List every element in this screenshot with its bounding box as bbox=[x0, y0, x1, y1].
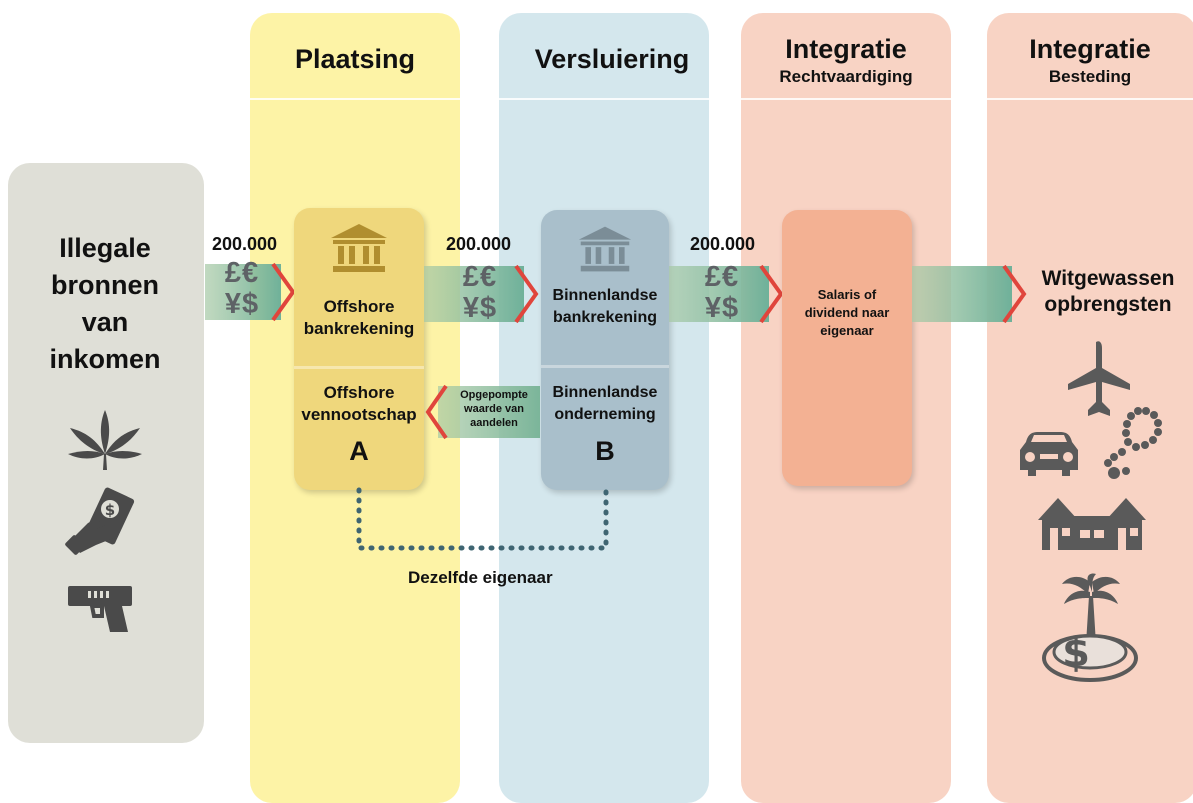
bank-building-icon bbox=[331, 224, 387, 272]
domestic-card: Binnenlandse bankrekening Binnenlandse o… bbox=[541, 210, 669, 490]
cannabis-leaf-icon bbox=[68, 410, 142, 470]
flow-currency-1-bottom: ¥$ bbox=[224, 288, 260, 320]
integration-spending-header: Integratie Besteding bbox=[987, 34, 1193, 87]
flow-arrow-2 bbox=[424, 264, 539, 324]
domestic-card-divider bbox=[541, 365, 669, 368]
layering-title: Versluiering bbox=[534, 44, 690, 74]
salary-label: Salaris of dividend naar eigenaar bbox=[804, 287, 890, 338]
flow-currency-3: £€ ¥$ bbox=[692, 262, 752, 324]
flow-amount-2: 200.000 bbox=[446, 234, 512, 254]
domestic-bank-label: Binnenlandse bankrekening bbox=[552, 287, 658, 326]
flow-currency-3-bottom: ¥$ bbox=[704, 292, 740, 324]
flow-currency-2-bottom: ¥$ bbox=[462, 292, 498, 324]
integration-justification-subtitle: Rechtvaardiging bbox=[779, 67, 913, 86]
bank-building-icon-2 bbox=[578, 226, 632, 272]
layering-header: Versluiering bbox=[499, 44, 725, 75]
domestic-company-label: Binnenlandse onderneming bbox=[552, 384, 658, 423]
sources-title: Illegale bronnen van inkomen bbox=[49, 233, 161, 374]
handgun-icon bbox=[68, 586, 132, 632]
airplane-icon bbox=[1068, 341, 1130, 416]
flow-currency-2-top: £€ bbox=[462, 261, 498, 293]
island-money-icon: $ bbox=[1042, 573, 1138, 682]
final-arrow bbox=[912, 264, 1027, 324]
placement-title: Plaatsing bbox=[294, 44, 416, 74]
same-owner-label: Dezelfde eigenaar bbox=[408, 568, 553, 587]
cash-hand-icon: $ bbox=[65, 487, 135, 555]
pumped-value-arrow bbox=[425, 384, 540, 440]
svg-text:$: $ bbox=[105, 501, 115, 519]
flow-currency-1: £€ ¥$ bbox=[212, 258, 272, 320]
flow-currency-3-top: £€ bbox=[704, 261, 740, 293]
flow-currency-2: £€ ¥$ bbox=[450, 262, 510, 324]
placement-header: Plaatsing bbox=[250, 44, 460, 75]
flow-arrow-3 bbox=[669, 264, 784, 324]
flow-amount-3: 200.000 bbox=[690, 234, 756, 254]
svg-text:$: $ bbox=[1062, 630, 1090, 676]
header-divider bbox=[250, 98, 1193, 100]
offshore-card-divider bbox=[294, 366, 424, 369]
result-title: Witgewassen opbrengsten bbox=[1041, 267, 1175, 316]
flow-amount-1: 200.000 bbox=[212, 234, 278, 254]
integration-justification-title: Integratie bbox=[785, 34, 907, 64]
integration-justification-header: Integratie Rechtvaardiging bbox=[741, 34, 951, 87]
flow-arrow-1 bbox=[205, 262, 296, 322]
offshore-company-label: Offshore vennootschap bbox=[301, 383, 417, 424]
same-owner-connector bbox=[356, 487, 609, 551]
integration-spending-title: Integratie bbox=[1029, 34, 1151, 64]
integration-spending-subtitle: Besteding bbox=[1048, 67, 1132, 86]
salary-card: Salaris of dividend naar eigenaar bbox=[782, 210, 912, 486]
necklace-icon bbox=[1104, 407, 1162, 479]
pumped-value-label: Opgepompte waarde van aandelen bbox=[460, 389, 528, 429]
flow-currency-1-top: £€ bbox=[224, 257, 260, 289]
domestic-letter: B bbox=[595, 436, 615, 466]
car-icon bbox=[1020, 432, 1078, 476]
offshore-bank-label: Offshore bankrekening bbox=[303, 297, 415, 338]
offshore-letter: A bbox=[349, 436, 369, 466]
offshore-card: Offshore bankrekening Offshore vennootsc… bbox=[294, 208, 424, 490]
houses-icon bbox=[1038, 498, 1146, 550]
